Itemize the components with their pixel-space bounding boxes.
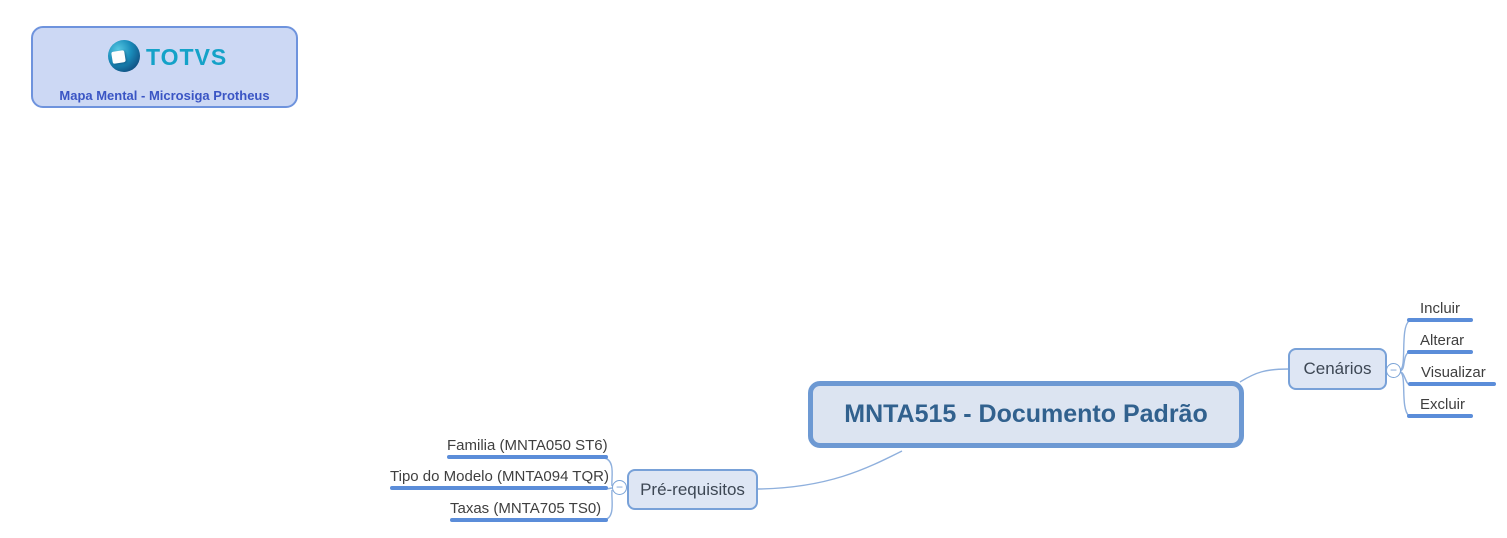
- leaf-incluir[interactable]: Incluir: [1407, 300, 1473, 322]
- leaf-taxas[interactable]: Taxas (MNTA705 TS0): [450, 500, 608, 522]
- totvs-sphere-highlight: [111, 50, 126, 64]
- leaf-label-incluir: Incluir: [1420, 300, 1461, 317]
- leaf-label-excluir: Excluir: [1420, 396, 1466, 413]
- leaf-familia[interactable]: Familia (MNTA050 ST6): [447, 437, 608, 459]
- leaf-label-visualizar: Visualizar: [1421, 364, 1486, 381]
- leaf-tipo-do-modelo[interactable]: Tipo do Modelo (MNTA094 TQR): [390, 468, 609, 490]
- leaf-label-taxas: Taxas (MNTA705 TS0): [450, 500, 602, 517]
- branch-label-cenarios: Cenários: [1303, 359, 1372, 378]
- collapse-toggle-prerequisitos[interactable]: −: [612, 480, 627, 495]
- branch-curve-excluir: [1399, 371, 1410, 417]
- minus-icon: −: [1389, 363, 1397, 377]
- leaf-underline: [450, 518, 608, 522]
- root-node[interactable]: MNTA515 - Documento Padrão: [808, 381, 1244, 448]
- leaf-excluir[interactable]: Excluir: [1407, 396, 1473, 418]
- branch-curve-familia: [603, 457, 613, 487]
- leaf-underline: [1407, 350, 1473, 354]
- logo-subtitle: Mapa Mental - Microsiga Protheus: [59, 88, 270, 103]
- leaf-underline: [447, 455, 608, 459]
- collapse-toggle-cenarios[interactable]: −: [1386, 363, 1401, 378]
- leaf-alterar[interactable]: Alterar: [1407, 332, 1473, 354]
- leaf-underline: [390, 486, 608, 490]
- leaf-visualizar[interactable]: Visualizar: [1408, 364, 1496, 386]
- leaf-label-tipo-do-modelo: Tipo do Modelo (MNTA094 TQR): [390, 468, 609, 485]
- connector-root-cenarios: [1239, 368, 1290, 383]
- branch-node-cenarios[interactable]: Cenários: [1288, 348, 1387, 390]
- branch-node-prerequisitos[interactable]: Pré-requisitos: [627, 469, 758, 510]
- totvs-sphere-icon: [108, 40, 140, 72]
- leaf-underline: [1408, 382, 1496, 386]
- logo-box: TOTVS Mapa Mental - Microsiga Protheus: [31, 26, 298, 108]
- root-node-label: MNTA515 - Documento Padrão: [844, 400, 1208, 428]
- connector-root-prerequisitos: [757, 450, 903, 490]
- leaf-underline: [1407, 414, 1473, 418]
- minus-icon: −: [615, 480, 623, 494]
- branch-label-prerequisitos: Pré-requisitos: [640, 479, 745, 499]
- totvs-wordmark: TOTVS: [146, 44, 228, 70]
- leaf-label-alterar: Alterar: [1420, 332, 1465, 349]
- leaf-label-familia: Familia (MNTA050 ST6): [447, 437, 608, 454]
- branch-curve-incluir: [1399, 320, 1410, 371]
- leaf-underline: [1407, 318, 1473, 322]
